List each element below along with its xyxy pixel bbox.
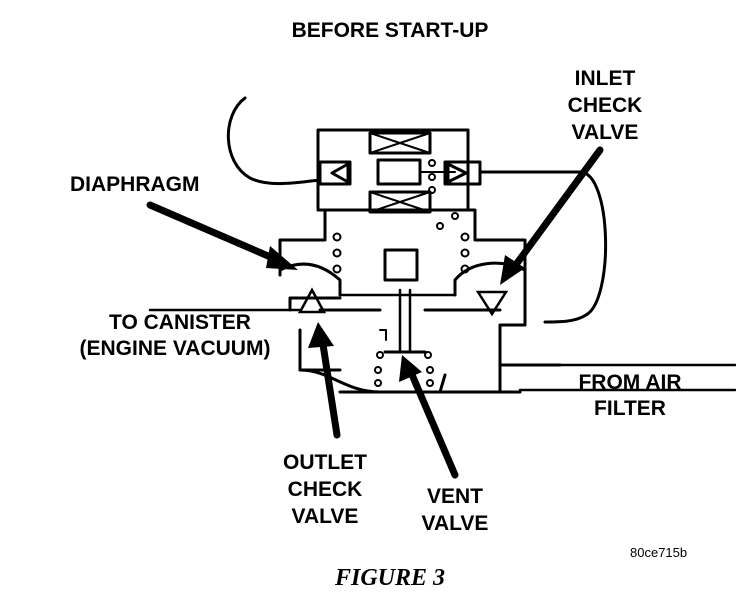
spring-coils xyxy=(332,159,470,387)
outlet-arrow-shaft xyxy=(318,334,341,439)
to-canister-label-line1: TO CANISTER xyxy=(109,311,251,334)
diagram-title: BEFORE START-UP xyxy=(291,19,489,42)
diaphragm-label: DIAPHRAGM xyxy=(70,173,200,196)
outlet-label-line3: VALVE xyxy=(291,505,359,528)
inlet-arrow-shaft xyxy=(508,146,604,274)
vent-stem xyxy=(398,288,412,352)
valve-body xyxy=(278,208,562,367)
outlet-label-line2: CHECK xyxy=(287,478,363,501)
inlet-label-line1: INLET xyxy=(574,67,636,90)
to-canister-label-line2: (ENGINE VACUUM) xyxy=(79,337,271,360)
solenoid-coil-bottom xyxy=(368,190,432,214)
solenoid-coil-top xyxy=(368,131,432,155)
inlet-label-line2: CHECK xyxy=(567,94,643,117)
diaphragm-arrow-shaft xyxy=(146,201,286,266)
inlet-check-valve-triangle xyxy=(475,290,509,317)
from-air-label-line2: FILTER xyxy=(594,397,666,420)
air-hose xyxy=(478,170,607,324)
vent-arrow-head xyxy=(399,355,422,382)
vent-arrow-shaft xyxy=(406,366,459,479)
outlet-arrow-head xyxy=(308,322,334,348)
from-air-label-line1: FROM AIR xyxy=(578,371,682,394)
figure-code: 80ce715b xyxy=(630,545,688,560)
inlet-label-line3: VALVE xyxy=(571,121,639,144)
outlet-check-valve-triangle xyxy=(297,287,327,314)
solenoid-plunger xyxy=(376,158,422,186)
vent-label-line1: VENT xyxy=(426,485,483,508)
center-block xyxy=(383,248,419,282)
diaphragm-arrow-head xyxy=(266,246,298,270)
outlet-label-line1: OUTLET xyxy=(283,451,367,474)
vacuum-hose xyxy=(226,96,322,186)
figure-caption: FIGURE 3 xyxy=(334,565,446,591)
inlet-arrow-head xyxy=(500,255,525,285)
vent-label-line2: VALVE xyxy=(421,512,489,535)
